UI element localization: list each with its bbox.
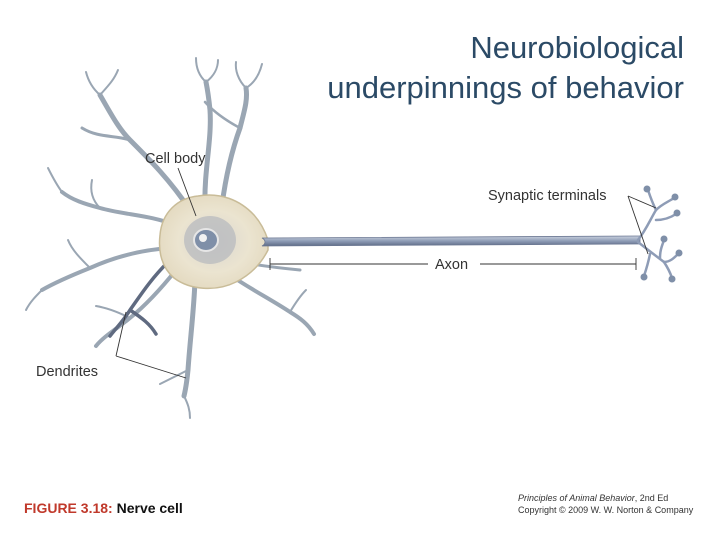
leader-synaptic-1 [627,195,657,209]
dendrite-branch [99,69,119,96]
bouton [640,273,648,281]
dendrite-branch [234,61,247,89]
terminal-branch [662,260,674,280]
terminal-branch [636,208,658,242]
credit-copyright: Copyright © 2009 W. W. Norton & Company [518,505,694,515]
dendrite-branch [25,289,43,311]
dendrite-dark [108,260,170,338]
book-edition: , 2nd Ed [634,493,669,503]
terminal-branch [662,252,680,264]
bouton [668,275,676,283]
dendrite-branch [60,190,177,227]
terminal-branch [654,196,676,212]
title-line-2: underpinnings of behavior [327,70,684,105]
terminal-branch [642,252,652,278]
credit-book-line: Principles of Animal Behavior, 2nd Ed [518,492,714,504]
label-synaptic-terminals: Synaptic terminals [488,188,606,204]
terminal-branch [654,212,678,222]
label-axon: Axon [435,257,468,273]
dendrites-upper [47,57,263,227]
leader-lines [115,167,657,379]
bouton [673,209,681,217]
title-line-1: Neurobiological [470,30,684,65]
terminal-branch [658,238,666,260]
dendrite-branch [195,57,207,83]
leader-dendrites-2 [115,355,187,379]
bouton [660,235,668,243]
dendrite-branch [80,126,132,142]
bouton [671,193,679,201]
leader-cell-body [177,167,197,217]
dendrite-branch [289,289,307,313]
dendrite-branch [205,59,219,83]
figure-number: FIGURE 3.18: [24,500,113,516]
source-credit: Principles of Animal Behavior, 2nd Ed Co… [518,492,714,516]
axon [261,235,641,247]
book-title: Principles of Animal Behavior [518,493,635,503]
label-dendrites: Dendrites [36,364,98,380]
dendrite-branch [67,239,91,269]
dendrite-branch [228,273,316,336]
dendrite-branch [202,79,213,208]
figure-title: Nerve cell [116,500,183,516]
slide-title: Neurobiological underpinnings of behavio… [224,28,684,108]
terminal-branch [636,240,666,264]
dendrite-branch [181,277,198,399]
bouton [643,185,651,193]
dendrite-branch [183,395,191,419]
leader-dendrites-1 [115,311,127,357]
dendrite-branch [245,63,263,89]
leader-synaptic-2 [627,195,649,255]
dendrite-branch [90,179,101,209]
dendrite-branch [219,85,249,208]
figure-caption: FIGURE 3.18: Nerve cell [24,500,183,516]
dendrite-branch [159,369,189,385]
nucleolus [199,234,207,242]
dendrite-branch [85,71,101,96]
bouton [675,249,683,257]
terminal-boutons [640,185,683,283]
dendrite-branch [47,167,63,193]
label-cell-body: Cell body [145,151,206,167]
